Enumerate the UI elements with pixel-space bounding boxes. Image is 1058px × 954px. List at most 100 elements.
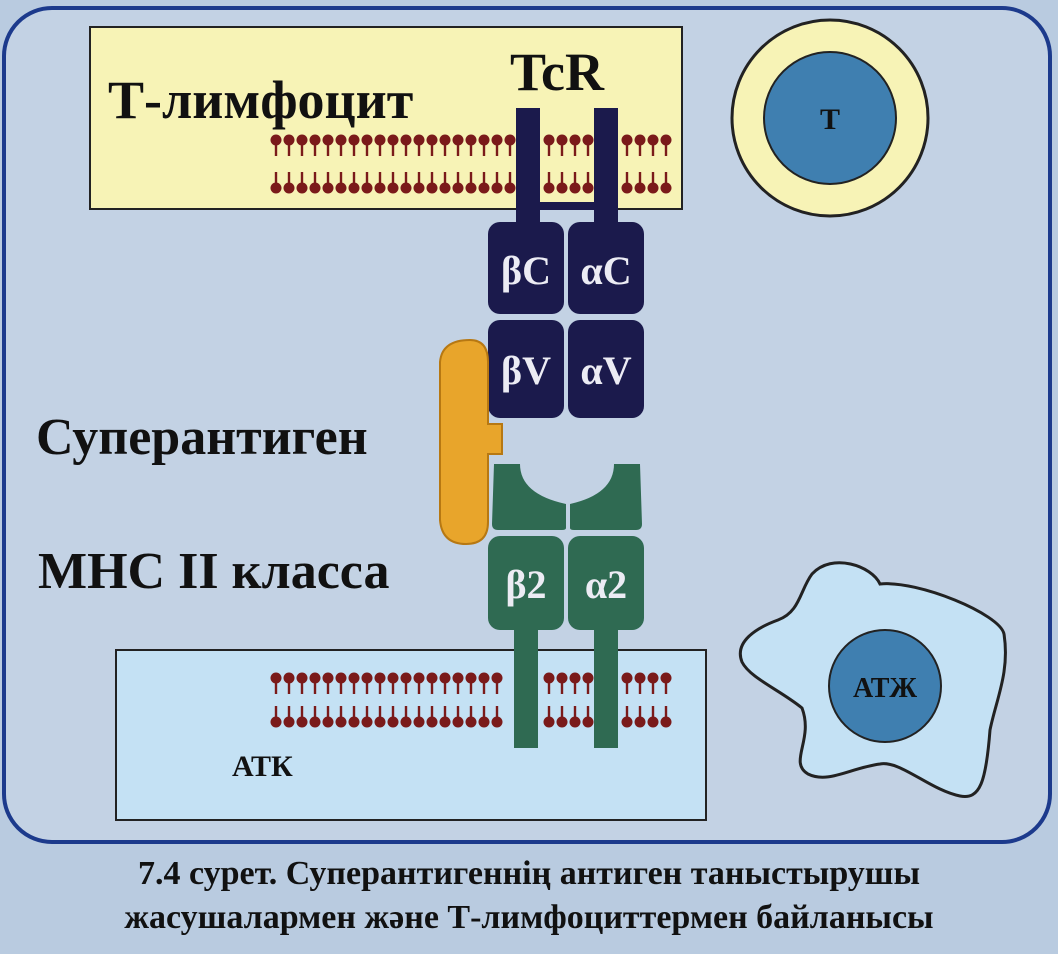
lipid-head bbox=[660, 134, 672, 146]
lipid-head bbox=[400, 182, 412, 194]
lipid-head bbox=[309, 134, 321, 146]
lipid-head bbox=[387, 182, 399, 194]
atzh-label: АТЖ bbox=[853, 673, 917, 704]
alpha-2-label: α2 bbox=[585, 562, 627, 607]
lipid-head bbox=[556, 672, 568, 684]
lipid-head bbox=[556, 182, 568, 194]
lipid-head bbox=[335, 182, 347, 194]
lipid-head bbox=[439, 182, 451, 194]
lipid-head bbox=[296, 182, 308, 194]
t-cell-lipid-bilayer bbox=[270, 134, 672, 194]
lipid-head bbox=[322, 182, 334, 194]
lipid-head bbox=[283, 672, 295, 684]
lipid-head bbox=[283, 182, 295, 194]
caption-line-1: 7.4 сурет. Суперантигеннің антиген таныс… bbox=[137, 855, 921, 892]
lipid-head bbox=[374, 716, 386, 728]
lipid-head bbox=[660, 182, 672, 194]
lipid-head bbox=[504, 134, 516, 146]
lipid-head bbox=[582, 182, 594, 194]
lipid-head bbox=[400, 716, 412, 728]
t-cell-nucleus bbox=[763, 51, 897, 185]
lipid-head bbox=[647, 182, 659, 194]
lipid-head bbox=[543, 716, 555, 728]
alpha-c-label: αC bbox=[580, 248, 631, 293]
tcr-beta-c-domain bbox=[488, 222, 564, 314]
lipid-head bbox=[647, 134, 659, 146]
lipid-head bbox=[478, 134, 490, 146]
lipid-head bbox=[569, 182, 581, 194]
lipid-head bbox=[634, 182, 646, 194]
lipid-head bbox=[400, 672, 412, 684]
mhc-beta2-domain bbox=[488, 536, 564, 630]
lipid-head bbox=[543, 182, 555, 194]
lipid-head bbox=[452, 672, 464, 684]
mhc-alpha1-domain bbox=[570, 464, 642, 530]
lipid-head bbox=[270, 672, 282, 684]
lipid-head bbox=[426, 672, 438, 684]
lipid-head bbox=[270, 182, 282, 194]
lipid-head bbox=[309, 716, 321, 728]
tcr-disulfide-link bbox=[528, 202, 606, 210]
lipid-head bbox=[426, 716, 438, 728]
lipid-head bbox=[452, 182, 464, 194]
lipid-head bbox=[621, 134, 633, 146]
lipid-head bbox=[348, 672, 360, 684]
lipid-head bbox=[309, 672, 321, 684]
lipid-head bbox=[478, 716, 490, 728]
lipid-head bbox=[426, 182, 438, 194]
lipid-head bbox=[465, 182, 477, 194]
lipid-head bbox=[361, 672, 373, 684]
lipid-head bbox=[491, 672, 503, 684]
lipid-head bbox=[361, 134, 373, 146]
lipid-head bbox=[348, 134, 360, 146]
caption-line-2: жасушалармен және Т-лимфоциттермен байла… bbox=[124, 899, 934, 936]
lipid-head bbox=[634, 672, 646, 684]
lipid-head bbox=[556, 134, 568, 146]
lipid-head bbox=[439, 716, 451, 728]
t-cell-label: Т bbox=[820, 103, 840, 136]
lipid-head bbox=[647, 672, 659, 684]
lipid-head bbox=[296, 716, 308, 728]
lipid-head bbox=[270, 134, 282, 146]
superantigen-diagram: Т-лимфоцит TcR Т Суперантиген MHC II кла… bbox=[2, 6, 1052, 844]
lipid-head bbox=[400, 134, 412, 146]
lipid-head bbox=[465, 672, 477, 684]
lipid-head bbox=[348, 716, 360, 728]
lipid-head bbox=[543, 672, 555, 684]
lipid-head bbox=[387, 672, 399, 684]
lipid-head bbox=[569, 134, 581, 146]
lipid-head bbox=[374, 182, 386, 194]
lipid-head bbox=[322, 672, 334, 684]
lipid-head bbox=[296, 672, 308, 684]
lipid-head bbox=[621, 672, 633, 684]
lipid-head bbox=[413, 716, 425, 728]
lipid-head bbox=[335, 672, 347, 684]
lipid-head bbox=[335, 716, 347, 728]
lipid-head bbox=[556, 716, 568, 728]
lipid-head bbox=[478, 672, 490, 684]
superantigen-molecule bbox=[439, 338, 503, 546]
lipid-head bbox=[387, 716, 399, 728]
lipid-head bbox=[426, 134, 438, 146]
t-lymphocyte-label: Т-лимфоцит bbox=[108, 70, 413, 130]
lipid-head bbox=[634, 134, 646, 146]
lipid-head bbox=[543, 134, 555, 146]
apc-lipid-bilayer bbox=[270, 672, 672, 728]
lipid-head bbox=[309, 182, 321, 194]
lipid-head bbox=[348, 182, 360, 194]
lipid-head bbox=[569, 672, 581, 684]
lipid-head bbox=[296, 134, 308, 146]
superantigen-label: Суперантиген bbox=[36, 409, 368, 466]
lipid-head bbox=[582, 134, 594, 146]
atk-label: АТК bbox=[232, 750, 293, 783]
t-lymphocyte-membrane bbox=[89, 26, 683, 210]
lipid-head bbox=[374, 672, 386, 684]
lipid-head bbox=[660, 672, 672, 684]
lipid-head bbox=[439, 672, 451, 684]
beta-2-label: β2 bbox=[505, 562, 546, 607]
lipid-head bbox=[413, 182, 425, 194]
alpha-v-label: αV bbox=[580, 348, 631, 393]
mhc-alpha-transmembrane bbox=[594, 626, 618, 748]
lipid-head bbox=[465, 134, 477, 146]
lipid-head bbox=[491, 716, 503, 728]
